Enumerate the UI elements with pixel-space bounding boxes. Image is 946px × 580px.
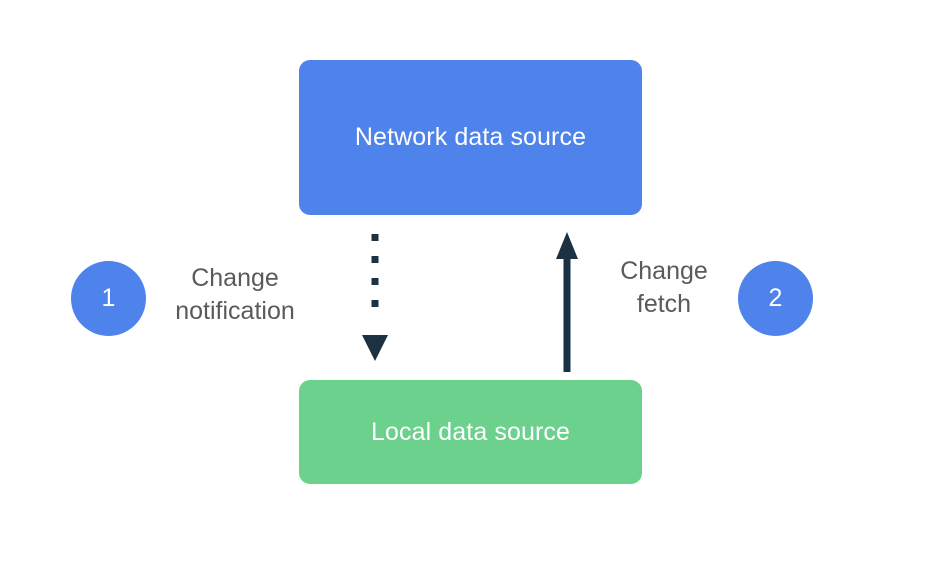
step-1-badge: 1 xyxy=(71,261,146,336)
step-1-label: Change notification xyxy=(175,264,295,325)
dotted-arrow-head xyxy=(362,335,388,361)
step-2-number: 2 xyxy=(768,284,783,312)
network-data-source-box: Network data source xyxy=(299,60,642,215)
step-2-badge: 2 xyxy=(738,261,813,336)
network-data-source-label: Network data source xyxy=(354,123,587,151)
step-1-number: 1 xyxy=(101,284,116,312)
local-data-source-label: Local data source xyxy=(370,417,571,446)
step-2-label: Change fetch xyxy=(620,257,708,318)
change-fetch-arrow-up xyxy=(556,232,578,372)
change-notification-arrow-down xyxy=(362,234,388,361)
local-data-source-box: Local data source xyxy=(299,380,642,484)
solid-arrow-head xyxy=(556,232,578,259)
